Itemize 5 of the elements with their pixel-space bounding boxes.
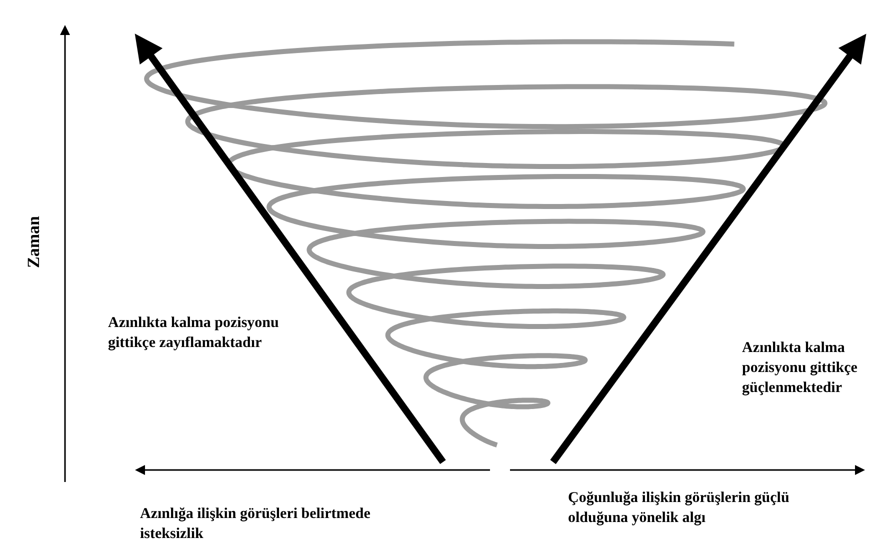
annotation-text: Azınlıkta kalma pozisyonu gittikçe güçlenmektedir [742,339,858,398]
axis-label: Azınlığa ilişkin görüşleri belirtmede isteksizlik [140,505,372,544]
annotation-text: Azınlıkta kalma pozisyonu gittikçe zayıflamaktadır [108,314,280,353]
axis-label: Çoğunluğa ilişkin görüşlerin güçlü olduğuna yönelik algı [568,489,790,528]
axis-label: Zaman [24,215,44,270]
